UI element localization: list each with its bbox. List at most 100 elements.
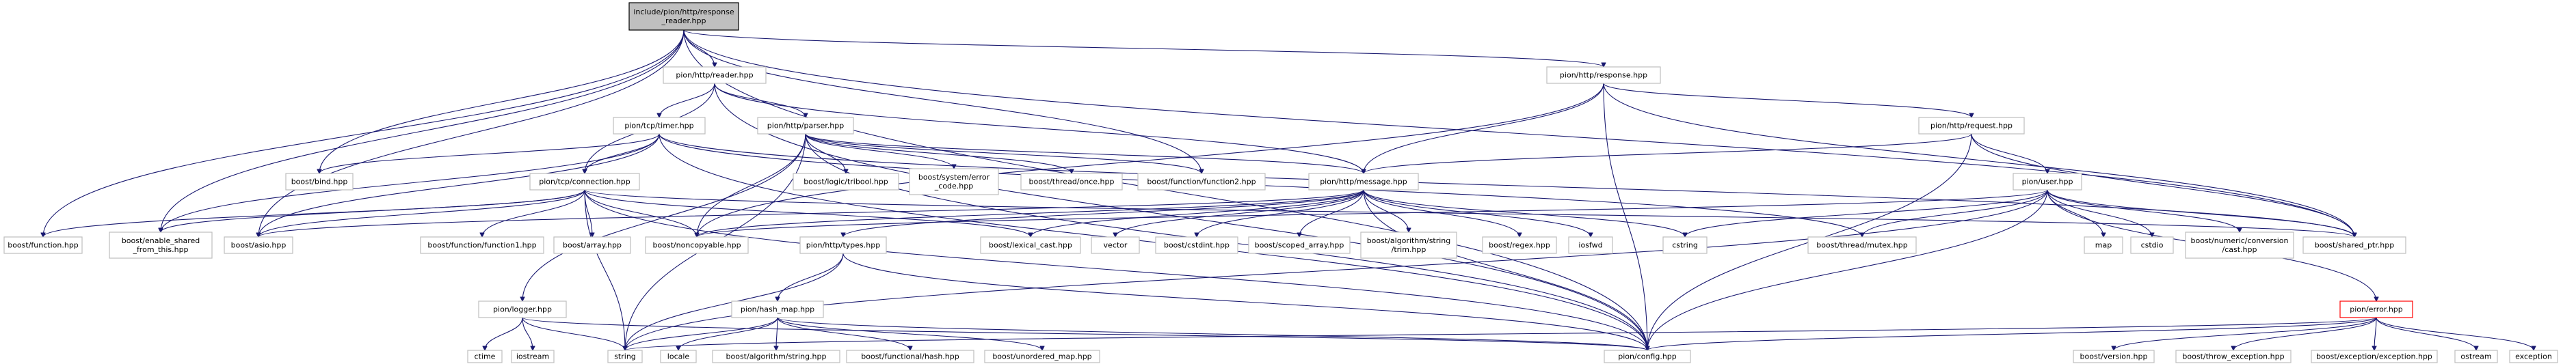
node-throw_exception[interactable]: boost/throw_exception.hpp bbox=[2175, 350, 2292, 363]
node-label-locale: locale bbox=[667, 352, 690, 361]
node-iosfwd[interactable]: iosfwd bbox=[1568, 236, 1613, 254]
edge-types-to-hash_map bbox=[778, 253, 844, 301]
node-tribool[interactable]: boost/logic/tribool.hpp bbox=[793, 173, 899, 191]
node-box-cstdint bbox=[1155, 236, 1238, 254]
node-enable_shared[interactable]: boost/enable_shared_from_this.hpp bbox=[109, 232, 213, 259]
edge-message-to-iosfwd bbox=[1363, 189, 1591, 237]
node-iostream[interactable]: iostream bbox=[511, 350, 555, 363]
node-parser[interactable]: pion/http/parser.hpp bbox=[757, 117, 854, 135]
node-box-iosfwd bbox=[1568, 236, 1613, 254]
node-request[interactable]: pion/http/request.hpp bbox=[1918, 117, 2025, 135]
node-response[interactable]: pion/http/response.hpp bbox=[1546, 66, 1661, 84]
node-box-error bbox=[2339, 300, 2413, 318]
edge-parser-to-syserr bbox=[805, 133, 954, 169]
node-message[interactable]: pion/http/message.hpp bbox=[1308, 173, 1419, 191]
node-string[interactable]: string bbox=[607, 350, 643, 363]
node-box-reader bbox=[663, 66, 767, 84]
edge-message-to-types bbox=[843, 189, 1364, 238]
node-label-ostream: ostream bbox=[2460, 352, 2491, 361]
node-label-user: pion/user.hpp bbox=[2022, 178, 2073, 186]
node-version[interactable]: boost/version.hpp bbox=[2073, 350, 2155, 363]
node-root[interactable]: include/pion/http/response_reader.hpp bbox=[628, 2, 739, 31]
node-lexical_cast[interactable]: boost/lexical_cast.hpp bbox=[980, 236, 1081, 254]
edge-user-to-numeric_cast bbox=[2047, 189, 2240, 232]
node-types[interactable]: pion/http/types.hpp bbox=[799, 236, 887, 254]
node-unordered_map[interactable]: boost/unordered_map.hpp bbox=[984, 350, 1100, 363]
edge-parser-to-message bbox=[805, 133, 1364, 174]
node-label-array: boost/array.hpp bbox=[563, 241, 622, 250]
node-config[interactable]: pion/config.hpp bbox=[1604, 350, 1691, 363]
edge-connection-to-function bbox=[43, 189, 585, 238]
node-box-lexical_cast bbox=[980, 236, 1081, 254]
node-error[interactable]: pion/error.hpp bbox=[2339, 300, 2413, 318]
node-box-connection bbox=[529, 173, 640, 191]
node-label-trim: /trim.hpp bbox=[1392, 245, 1426, 254]
node-noncopyable[interactable]: boost/noncopyable.hpp bbox=[645, 236, 749, 254]
node-numeric_cast[interactable]: boost/numeric/conversion/cast.hpp bbox=[2185, 232, 2294, 259]
edge-logger-to-iostream bbox=[522, 317, 533, 350]
node-exception_hpp[interactable]: boost/exception/exception.hpp bbox=[2311, 350, 2438, 363]
node-scoped_array[interactable]: boost/scoped_array.hpp bbox=[1248, 236, 1351, 254]
node-box-parser bbox=[757, 117, 854, 135]
node-mutex[interactable]: boost/thread/mutex.hpp bbox=[1807, 236, 1917, 254]
node-label-regex: boost/regex.hpp bbox=[1489, 241, 1550, 250]
node-vector[interactable]: vector bbox=[1091, 236, 1140, 254]
node-box-syserr bbox=[909, 168, 999, 195]
node-label-trim: boost/algorithm/string bbox=[1367, 236, 1451, 245]
edge-error-to-ostream bbox=[2376, 317, 2476, 350]
node-function2[interactable]: boost/function/function2.hpp bbox=[1137, 173, 1266, 191]
node-timer[interactable]: pion/tcp/timer.hpp bbox=[613, 117, 706, 135]
node-trim[interactable]: boost/algorithm/string/trim.hpp bbox=[1360, 232, 1457, 259]
node-cstdint[interactable]: boost/cstdint.hpp bbox=[1155, 236, 1238, 254]
edge-message-to-scoped_array bbox=[1299, 189, 1364, 237]
node-shared_ptr[interactable]: boost/shared_ptr.hpp bbox=[2302, 236, 2406, 254]
node-map[interactable]: map bbox=[2084, 236, 2123, 254]
node-hash_map[interactable]: pion/hash_map.hpp bbox=[731, 300, 824, 318]
node-box-logger bbox=[478, 300, 567, 318]
node-box-cstring bbox=[1662, 236, 1708, 254]
edge-message-to-vector bbox=[1115, 189, 1364, 237]
node-asio[interactable]: boost/asio.hpp bbox=[224, 236, 293, 254]
node-box-array bbox=[553, 236, 631, 254]
node-array[interactable]: boost/array.hpp bbox=[553, 236, 631, 254]
node-once[interactable]: boost/thread/once.hpp bbox=[1020, 173, 1123, 191]
node-regex[interactable]: boost/regex.hpp bbox=[1482, 236, 1557, 254]
node-label-cstdint: boost/cstdint.hpp bbox=[1164, 241, 1230, 250]
node-cstdio[interactable]: cstdio bbox=[2130, 236, 2174, 254]
edge-error-to-version bbox=[2114, 317, 2377, 351]
node-user[interactable]: pion/user.hpp bbox=[2013, 173, 2082, 191]
node-reader[interactable]: pion/http/reader.hpp bbox=[663, 66, 767, 84]
node-bind[interactable]: boost/bind.hpp bbox=[285, 173, 354, 191]
node-syserr[interactable]: boost/system/error_code.hpp bbox=[909, 168, 999, 195]
edge-response-to-noncopyable bbox=[697, 83, 1604, 237]
edge-root-to-bind bbox=[319, 29, 685, 173]
node-label-asio: boost/asio.hpp bbox=[231, 241, 287, 250]
node-function1[interactable]: boost/function/function1.hpp bbox=[420, 236, 544, 254]
node-functional_hash[interactable]: boost/functional/hash.hpp bbox=[846, 350, 974, 363]
edge-root-to-function bbox=[43, 29, 685, 237]
edge-response-to-config bbox=[1603, 83, 1647, 350]
edge-error-to-exception bbox=[2376, 317, 2534, 350]
edge-parser-to-noncopyable bbox=[697, 133, 806, 237]
node-connection[interactable]: pion/tcp/connection.hpp bbox=[529, 173, 640, 191]
node-ctime[interactable]: ctime bbox=[467, 350, 503, 363]
node-box-exception bbox=[2509, 350, 2558, 363]
node-exception[interactable]: exception bbox=[2509, 350, 2558, 363]
edge-error-to-string bbox=[625, 317, 2377, 350]
node-function[interactable]: boost/function.hpp bbox=[3, 236, 83, 254]
node-box-shared_ptr bbox=[2302, 236, 2406, 254]
node-box-function2 bbox=[1137, 173, 1266, 191]
node-label-function: boost/function.hpp bbox=[8, 241, 79, 250]
node-box-throw_exception bbox=[2175, 350, 2292, 363]
node-label-message: pion/http/message.hpp bbox=[1320, 178, 1407, 186]
node-box-function1 bbox=[420, 236, 544, 254]
node-box-config bbox=[1604, 350, 1691, 363]
node-locale[interactable]: locale bbox=[660, 350, 697, 363]
node-cstring[interactable]: cstring bbox=[1662, 236, 1708, 254]
node-label-iostream: iostream bbox=[516, 352, 549, 361]
edge-user-to-config bbox=[1647, 189, 2048, 350]
node-ostream[interactable]: ostream bbox=[2454, 350, 2498, 363]
node-logger[interactable]: pion/logger.hpp bbox=[478, 300, 567, 318]
node-algo_string[interactable]: boost/algorithm/string.hpp bbox=[712, 350, 840, 363]
node-box-iostream bbox=[511, 350, 555, 363]
